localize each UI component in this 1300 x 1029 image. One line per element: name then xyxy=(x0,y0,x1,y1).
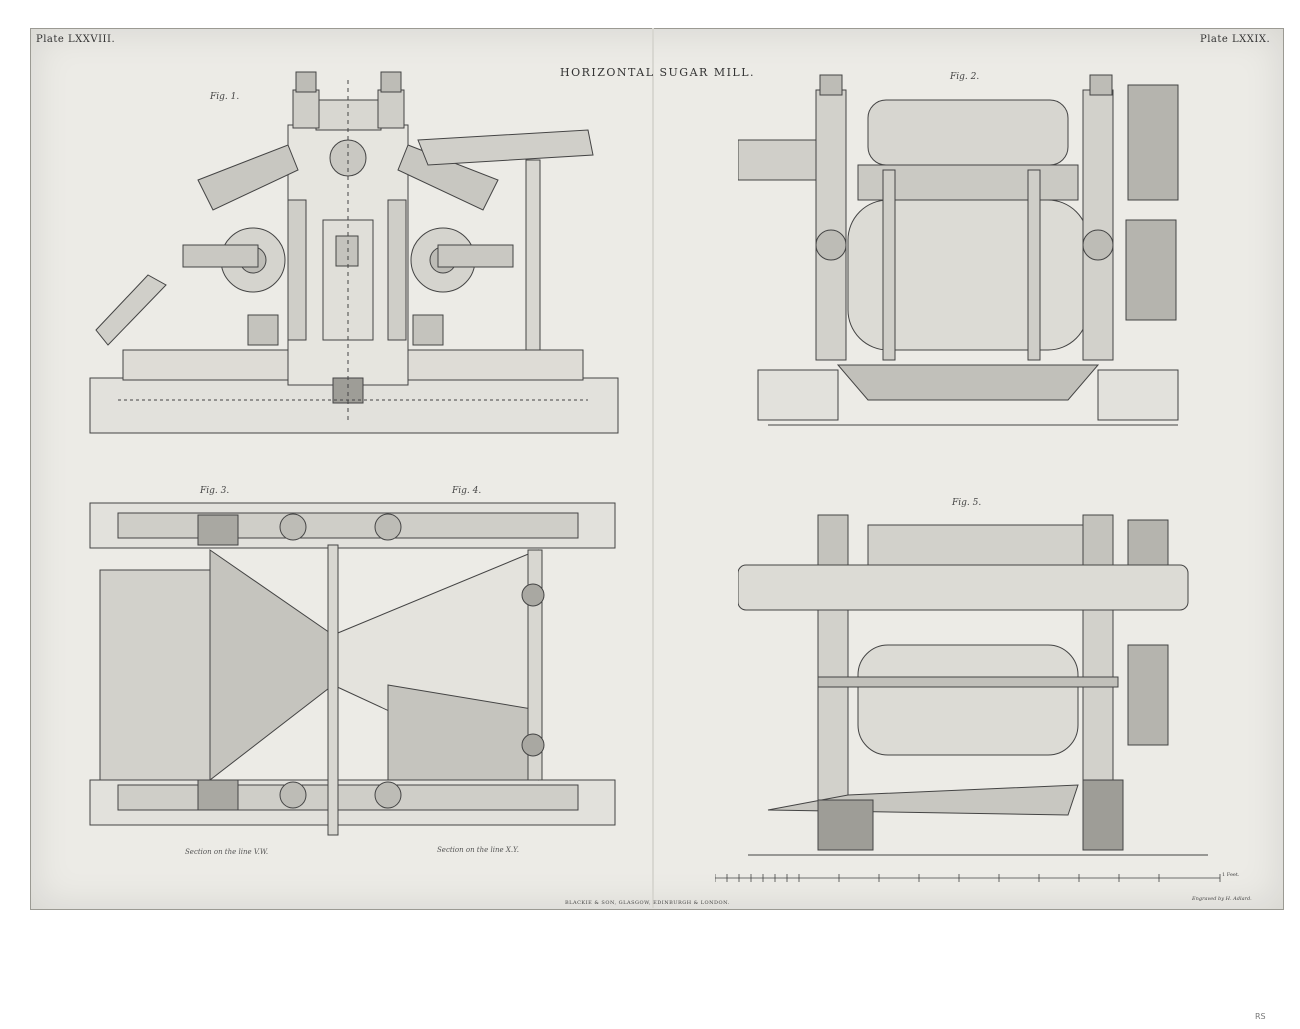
fig1-label: Fig. 1. xyxy=(210,92,240,102)
plate-number-left: Plate LXXVIII. xyxy=(36,34,116,45)
fig4-caption: Section on the line X.Y. xyxy=(437,846,520,854)
fig2-label: Fig. 2. xyxy=(950,72,980,82)
plate-number-right: Plate LXXIX. xyxy=(1200,34,1271,45)
scale-bar xyxy=(715,874,1221,882)
engraver-credit: Engraved by H. Adlard. xyxy=(1192,896,1252,902)
center-fold xyxy=(652,28,654,908)
fig4-label: Fig. 4. xyxy=(452,486,482,496)
watermark-stamp: RS xyxy=(1255,1012,1266,1021)
fig3-fig4-drawing xyxy=(89,502,616,836)
fig5-label: Fig. 5. xyxy=(952,498,982,508)
fig3-caption: Section on the line V.W. xyxy=(185,848,269,856)
scale-end-label: 1 Feet. xyxy=(1222,872,1240,878)
fig1-drawing xyxy=(89,71,619,434)
fig3-label: Fig. 3. xyxy=(200,486,230,496)
plate-title: HORIZONTAL SUGAR MILL. xyxy=(560,66,756,79)
publisher-credit: BLACKIE & SON, GLASGOW, EDINBURGH & LOND… xyxy=(565,900,730,906)
fig2-drawing xyxy=(738,74,1179,426)
fig5-drawing xyxy=(738,514,1208,856)
